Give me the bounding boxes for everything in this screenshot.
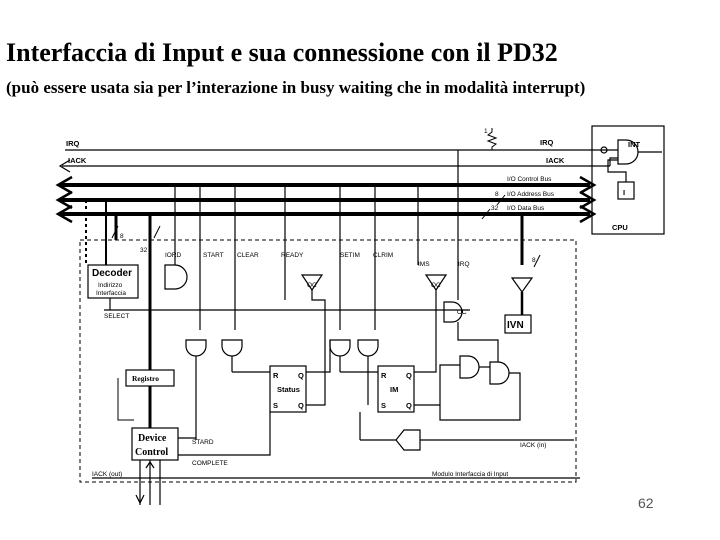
status-qn: Q [298,401,304,410]
decoder-sub1: Indirizzo [98,282,123,289]
iack-in-label: IACK (in) [520,442,546,449]
ivn-width-8: 8 [532,257,536,264]
irq-top-label: IRQ [66,139,80,148]
iack-arrow [58,159,71,173]
im-label: IM [390,385,398,394]
stard-label: STARD [192,439,214,446]
iord-and-gate [164,264,188,290]
status-ff-box [269,365,307,413]
and-gate-iack [395,429,421,451]
im-r: R [381,371,387,380]
status-label: Status [277,385,300,394]
cpu-iack-label: IACK [546,156,565,165]
oc-label-1: OC [307,282,317,289]
reg-width-32: 32 [140,247,148,254]
ivn-label: IVN [507,320,524,331]
device-control-label-2: Control [135,447,168,458]
i-flag-box [617,181,635,200]
cpu-block [591,125,665,235]
data-bus-arrow-right [579,204,597,224]
oc-label-2: OC [431,282,441,289]
data-bus-arrow-left [55,204,73,224]
and-gate-irq [489,361,510,385]
clrim-label: CLRIM [373,252,393,259]
i-flag-label: I [623,188,625,197]
addr-width-8: 8 [120,233,124,240]
im-s: S [381,401,386,410]
irq-pullup-resistor [486,128,498,150]
decoder-label: Decoder [92,268,132,279]
address-bus-label: I/O Address Bus [507,191,555,198]
status-q: Q [298,371,304,380]
data-bus-label: I/O Data Bus [507,205,545,212]
and-gate-clear [221,339,243,357]
ready-label: READY [281,252,304,259]
interface-module-boundary [79,239,577,483]
status-r: R [273,371,279,380]
registro-label: Registro [132,374,159,383]
cpu-label: CPU [612,223,628,232]
and-gate-status-im [459,355,480,379]
oc-label-3: OC [457,309,467,316]
cpu-irq-label: IRQ [540,138,554,147]
complete-label: COMPLETE [192,460,228,467]
page-number: 62 [638,495,654,511]
im-q: Q [406,371,412,380]
decoder-sub2: Interfaccia [96,290,126,297]
irq-and-gate [443,301,463,323]
irq-bit-label: 1 [484,128,488,135]
int-label: INT [628,140,641,149]
select-label: SELECT [104,313,129,320]
ims-label: IMS [418,261,430,268]
address-bus-arrow-right [579,190,597,210]
control-bus-arrow-left [55,175,73,195]
device-control-box [131,427,179,461]
ivn-box [504,314,532,334]
iack-out-label: IACK (out) [92,471,122,478]
and-gate-start [185,339,207,357]
data-width-label: 32 [491,205,499,212]
system-buses [55,128,610,224]
clear-label: CLEAR [237,252,259,259]
control-bus-label: I/O Control Bus [507,176,552,183]
and-gate-setim [329,339,351,357]
im-ff-box [377,365,415,413]
setim-label: SETIM [340,252,360,259]
start-label: START [203,252,224,259]
device-control-label-1: Device [138,433,167,444]
status-s: S [273,401,278,410]
decoder-box [87,264,139,299]
cpu-box [591,125,665,235]
and-gate-clrim [357,339,379,357]
module-label: Modulo Interfaccia di Input [432,471,508,478]
oc-buffer-ims [424,274,448,292]
slide-title: Interfaccia di Input e sua connessione c… [6,38,558,67]
iord-label: IORD [165,252,182,259]
iack-left-label: IACK [68,156,87,165]
slide-subtitle: (può essere usata sia per l’interazione … [6,78,586,97]
irq-module-label: IRQ [458,261,470,268]
cpu-and-gate [617,139,639,165]
address-bus-arrow-left [55,190,73,210]
oc-buffer-ivn [510,277,534,294]
oc-buffer-ready [300,274,324,292]
address-width-label: 8 [495,191,499,198]
control-bus-arrow-right [579,175,597,195]
im-qn: Q [406,401,412,410]
